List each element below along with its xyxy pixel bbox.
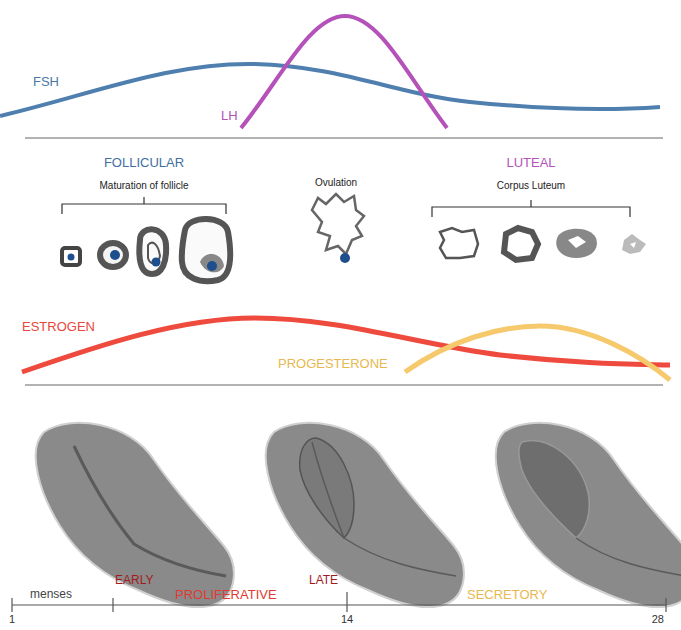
corpus-luteum — [440, 228, 646, 260]
hormone-label: FSH — [33, 75, 59, 90]
ovulated-follicle — [312, 194, 364, 263]
divider — [25, 138, 663, 139]
day-number: 28 — [652, 613, 664, 626]
fsh-curve — [0, 64, 660, 116]
timeline-axis — [12, 592, 666, 612]
day-number: 14 — [341, 613, 353, 626]
hormone-label: PROGESTERONE — [278, 357, 388, 372]
progesterone-curve — [405, 326, 670, 380]
day-number: 1 — [9, 613, 15, 626]
follicles — [62, 219, 230, 281]
uterus-secretory — [496, 423, 681, 607]
phase-label: LUTEAL — [506, 156, 555, 171]
hormone-label: ESTROGEN — [22, 320, 95, 335]
lh-curve — [241, 16, 447, 128]
uterus-late-proliferative — [266, 423, 464, 607]
stage-label: PROLIFERATIVE — [175, 588, 277, 603]
phase-label: FOLLICULAR — [104, 156, 184, 171]
bracket — [432, 200, 630, 217]
bracket-label: Maturation of follicle — [100, 180, 189, 192]
bracket-label: Corpus Luteum — [497, 180, 565, 192]
stage-label: menses — [30, 588, 72, 602]
bracket — [62, 197, 226, 214]
estrogen-curve — [22, 318, 670, 372]
stage-label: SECRETORY — [467, 588, 547, 603]
divider — [25, 385, 663, 386]
hormone-label: LH — [221, 109, 238, 124]
event-label: Ovulation — [315, 177, 357, 189]
uterus-early — [36, 423, 234, 607]
stage-label: LATE — [309, 574, 338, 588]
stage-label: EARLY — [115, 574, 153, 588]
